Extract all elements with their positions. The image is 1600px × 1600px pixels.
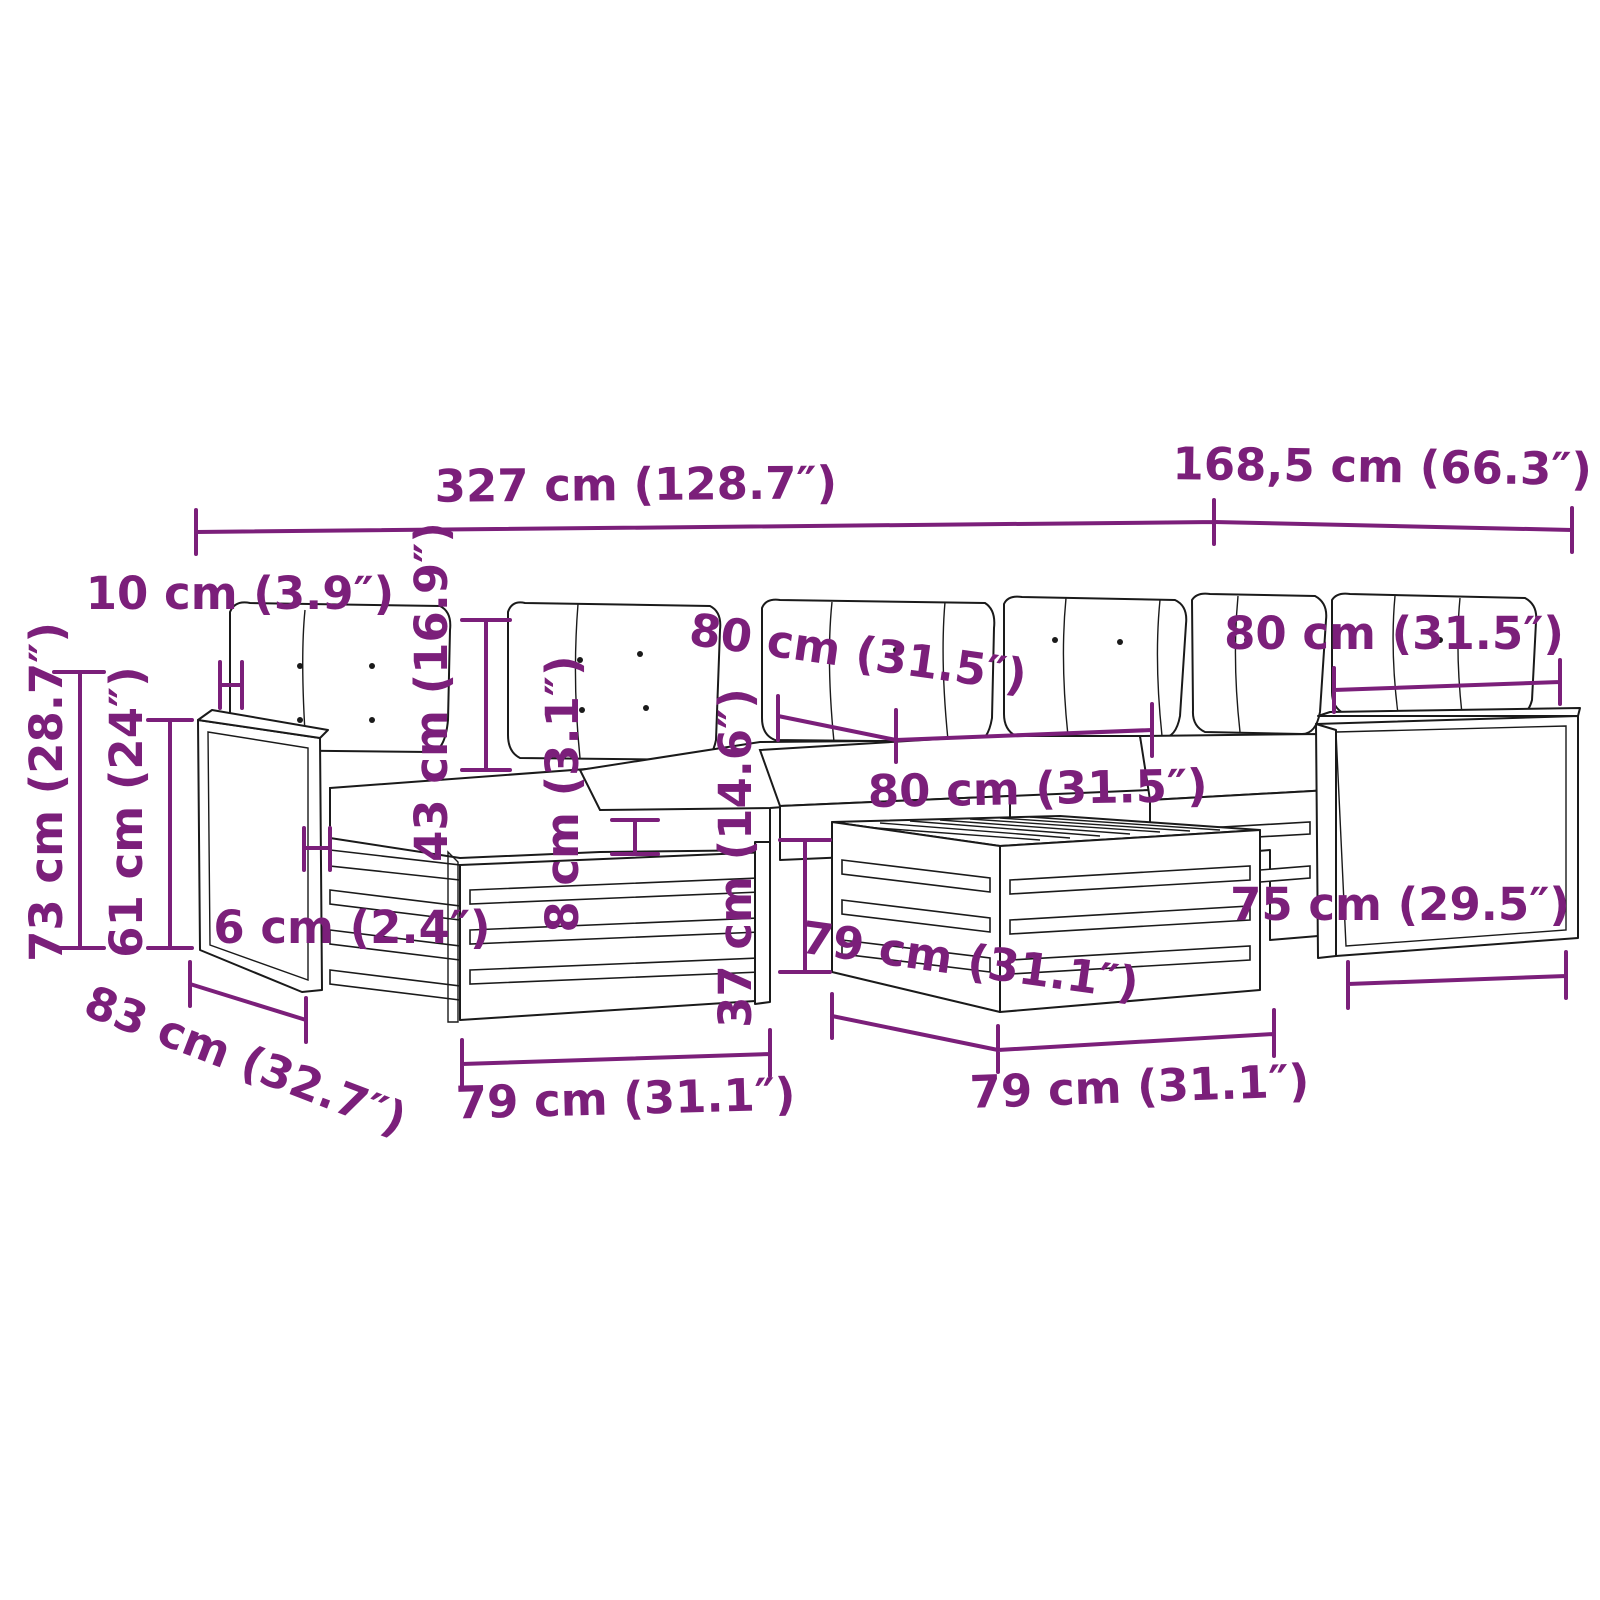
label-cushion-thickness: 8 cm (3.1″)	[536, 655, 589, 932]
dimension-lines	[52, 498, 1574, 1088]
label-total-height: 73 cm (28.7″)	[20, 622, 73, 962]
back-cushions	[228, 592, 1538, 762]
dim-cushion-thickness	[610, 818, 660, 856]
label-total-length: 327 cm (128.7″)	[434, 456, 837, 513]
dim-module-depth	[188, 960, 308, 1044]
dim-arm-width	[218, 660, 244, 710]
dim-module-width	[460, 1028, 772, 1088]
right-arm-module	[1315, 707, 1581, 959]
dim-table-length	[830, 992, 1276, 1074]
dim-arm-height	[146, 718, 194, 950]
label-module-width: 79 cm (31.1″)	[455, 1068, 796, 1130]
label-arm-height: 61 cm (24″)	[100, 666, 153, 957]
label-total-depth: 168,5 cm (66.3″)	[1172, 437, 1592, 496]
label-seat-width-right: 80 cm (31.5″)	[1224, 607, 1564, 660]
dim-total-height	[52, 670, 106, 950]
dim-total-depth	[1212, 506, 1574, 554]
dim-seat-width-middle	[776, 694, 1154, 764]
label-arm-width: 10 cm (3.9″)	[86, 567, 394, 620]
label-table-length: 79 cm (31.1″)	[969, 1054, 1310, 1119]
dim-leg-height	[302, 826, 332, 872]
label-table-width: 80 cm (31.5″)	[867, 759, 1208, 818]
front-left-module	[447, 841, 771, 1023]
label-seat-height: 37 cm (14.6″)	[709, 688, 762, 1028]
seat-cushions	[329, 732, 1332, 860]
dim-seat-height	[778, 838, 832, 974]
dim-seat-width-right	[1332, 658, 1562, 714]
label-back-height: 43 cm (16.9″)	[405, 522, 458, 862]
left-arm-module	[197, 709, 461, 1001]
label-leg-height: 6 cm (2.4″)	[213, 901, 490, 954]
furniture-drawing	[197, 592, 1581, 1023]
dim-back-height	[460, 618, 512, 772]
dim-corner-depth	[1346, 950, 1568, 1010]
label-corner-depth: 75 cm (29.5″)	[1230, 878, 1570, 931]
coffee-table	[831, 815, 1261, 1013]
